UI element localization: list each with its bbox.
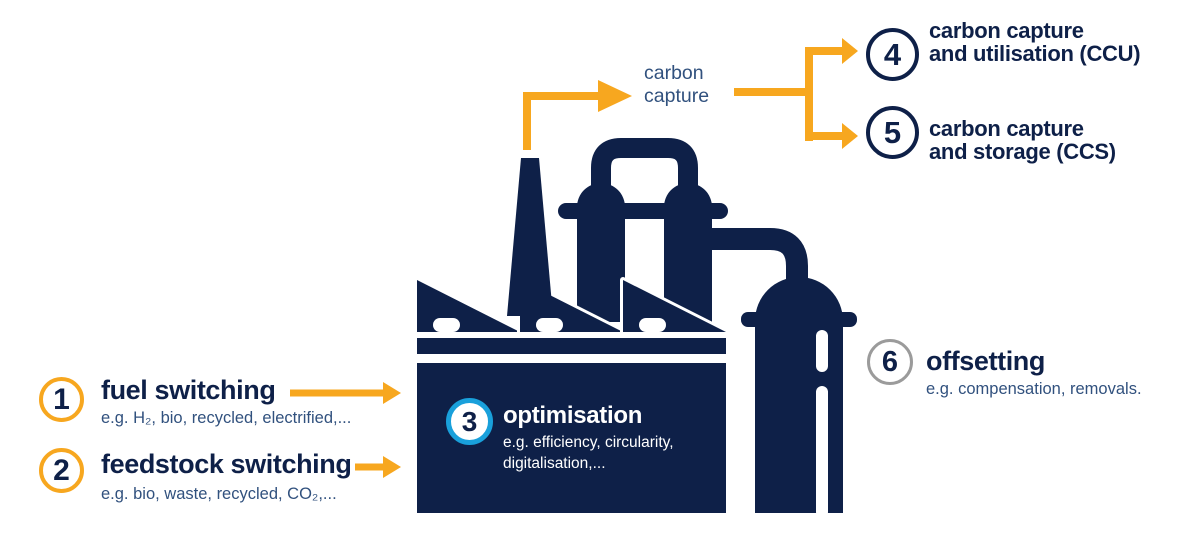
storage-tank-icon [741,277,857,513]
step-2-label: feedstock switching [101,449,352,479]
factory-band [417,338,726,354]
step-1-detail: e.g. H₂, bio, recycled, electrified,... [101,409,352,427]
carbon-capture-flow-label: carbon capture [644,62,710,107]
step-1-badge: 1 [39,377,84,422]
roof-notches [433,318,666,332]
arrow-feedstock-switching [355,456,401,478]
step-3-detail: e.g. efficiency, circularity, digitalisa… [503,434,674,472]
arrow-carbon-capture [523,80,632,150]
step-3-badge: 3 [446,398,493,445]
step-6-label: offsetting [926,346,1045,376]
step-5-label: carbon capture and storage (CCS) [929,116,1116,164]
step-2-badge: 2 [39,448,84,493]
step-6-badge: 6 [867,339,913,385]
arrow-capture-branch [734,38,858,149]
step-1-label: fuel switching [101,375,276,405]
step-4-badge: 4 [866,28,919,81]
distillation-towers-icon [558,138,728,322]
step-4-label: carbon capture and utilisation (CCU) [929,18,1141,66]
step-2-detail: e.g. bio, waste, recycled, CO₂,... [101,485,337,503]
step-6-detail: e.g. compensation, removals. [926,380,1142,398]
step-3-label: optimisation [503,402,643,429]
step-5-badge: 5 [866,106,919,159]
arrow-fuel-switching [290,382,401,404]
tank-gauge-slots [816,330,828,518]
chimney-icon [507,158,553,316]
tank-pipe-icon [705,228,808,295]
